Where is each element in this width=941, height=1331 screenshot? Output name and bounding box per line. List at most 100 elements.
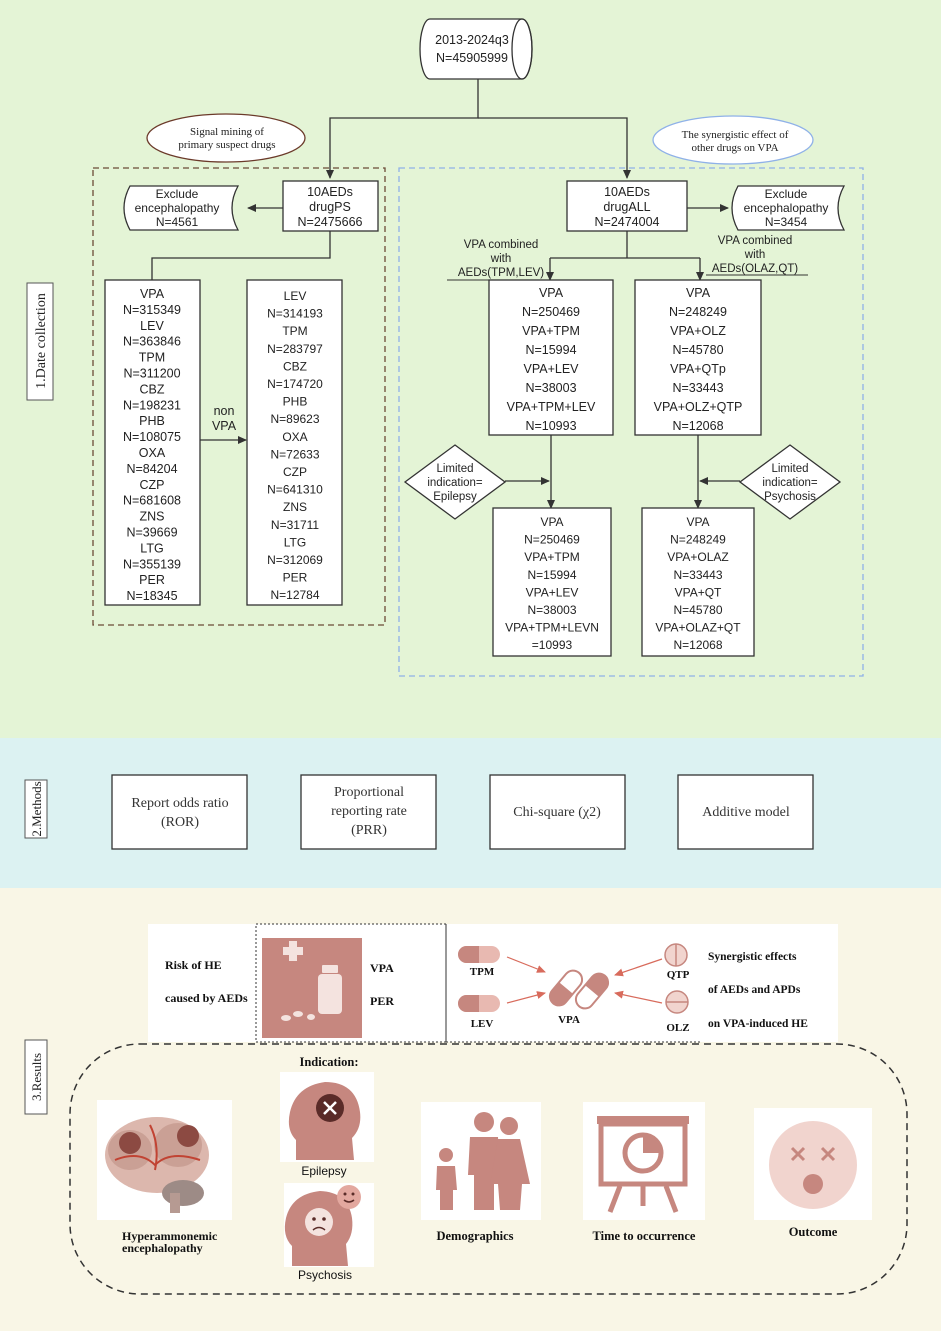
exclude-left-node: Exclude encephalopathy N=4561	[123, 185, 240, 231]
nonvpa-list-item-13: N=31711	[271, 518, 319, 532]
epilepsy-result-list: VPAN=250469VPA+TPMN=15994VPA+LEVN=38003V…	[505, 515, 599, 652]
psychosis-result-item-5: N=45780	[673, 603, 722, 617]
demographics-label: Demographics	[436, 1229, 513, 1243]
section2-label: 2.Methods	[29, 781, 44, 836]
combo-right-label-3: AEDs(OLAZ,QT)	[712, 263, 798, 275]
ps-list-item-5: N=311200	[123, 367, 180, 381]
outcome-face-icon	[754, 1108, 872, 1220]
apd-combo-box	[634, 279, 762, 436]
ps-list-item-19: N=18345	[126, 589, 177, 603]
ps-list-item-18: PER	[139, 573, 165, 587]
ps-list-item-15: N=39669	[126, 526, 177, 540]
psychosis-result-box	[641, 507, 755, 657]
method-additive-model: Additive model	[677, 774, 814, 850]
synergy-vpa-label: VPA	[558, 1014, 580, 1026]
ps-list-item-11: N=84204	[126, 462, 177, 476]
nonvpa-list-item-7: N=89623	[270, 412, 319, 426]
ps-list-item-12: CZP	[140, 478, 165, 492]
apd-combo-item-6: VPA+OLZ+QTP	[654, 400, 743, 414]
epilepsy-result-item-6: VPA+TPM+LEVN	[505, 621, 599, 635]
apd-combo-item-4: VPA+QTp	[670, 362, 726, 376]
method-chi-square: Chi-square (χ2)	[489, 774, 626, 850]
indication-title: Indication:	[299, 1055, 358, 1069]
epilepsy-result-item-3: N=15994	[527, 568, 576, 582]
combo-left-label-1: VPA combined	[464, 239, 539, 251]
nonvpa-list-item-12: ZNS	[283, 500, 307, 514]
brain-icon	[97, 1100, 232, 1220]
apd-combo-item-2: VPA+OLZ	[670, 324, 726, 338]
psychosis-result-item-2: VPA+OLAZ	[667, 550, 728, 564]
ps-list-item-1: N=315349	[123, 303, 181, 317]
aed-combo-item-2: VPA+TPM	[522, 324, 580, 338]
ps-list-item-4: TPM	[139, 351, 165, 365]
method-ror-line2: (ROR)	[161, 815, 199, 830]
section3-label: 3.Results	[29, 1053, 44, 1101]
ps-list-box	[104, 279, 201, 606]
primary-suspect-oval: Signal mining of primary suspect drugs	[146, 113, 306, 163]
ps-list-item-9: N=108075	[123, 430, 181, 444]
ps-list-item-7: N=198231	[123, 398, 181, 412]
epilepsy-result-item-1: N=250469	[524, 533, 580, 547]
he-label-line2: encephalopathy	[122, 1241, 203, 1255]
synergy-text-line1: Synergistic effects	[708, 951, 797, 963]
nonvpa-list-item-11: N=641310	[267, 483, 323, 497]
nonvpa-list-item-8: OXA	[282, 430, 307, 444]
psychosis-result-list: VPAN=248249VPA+OLAZN=33443VPA+QTN=45780V…	[655, 515, 741, 652]
risk-drug-per: PER	[370, 994, 394, 1008]
indication-psychosis-diamond: Limited indication= Psychosis	[738, 444, 842, 520]
drug-ps-line3: N=2475666	[298, 215, 363, 229]
lev-pill-icon	[458, 995, 500, 1012]
presentation-chart-icon	[583, 1102, 705, 1220]
synergy-text-line3: on VPA-induced HE	[708, 1018, 808, 1030]
combo-left-label-3: AEDs(TPM,LEV)	[458, 267, 544, 279]
psychosis-result-item-1: N=248249	[670, 533, 726, 547]
source-database-node: 2013-2024q3 N=45905999	[419, 18, 533, 80]
epilepsy-result-item-4: VPA+LEV	[526, 585, 579, 599]
epilepsy-result-item-7: =10993	[532, 638, 573, 652]
apd-combo-list: VPAN=248249VPA+OLZN=45780VPA+QTpN=33443V…	[654, 286, 743, 433]
synergy-lev-label: LEV	[471, 1018, 494, 1030]
exclude-right-line1: Exclude	[765, 187, 808, 201]
ps-list-item-8: PHB	[139, 414, 165, 428]
drug-ps-node: 10AEDs drugPS N=2475666	[282, 180, 379, 232]
source-period: 2013-2024q3	[435, 33, 509, 47]
drug-ps-line2: drugPS	[309, 200, 351, 214]
family-icon	[421, 1102, 541, 1220]
non-vpa-line2: VPA	[212, 419, 237, 433]
psychosis-result-item-6: VPA+OLAZ+QT	[655, 621, 741, 635]
ps-list-item-3: N=363846	[123, 335, 181, 349]
nonvpa-list-item-2: TPM	[282, 324, 307, 338]
aed-combo-item-7: N=10993	[525, 419, 576, 433]
synergy-tpm-label: TPM	[470, 966, 495, 978]
method-prr-line3: (PRR)	[351, 823, 387, 838]
time-to-occurrence-label: Time to occurrence	[593, 1229, 696, 1243]
psychosis-label: Psychosis	[298, 1268, 352, 1282]
indication-left-3: Epilepsy	[433, 491, 477, 503]
ps-list-item-6: CBZ	[140, 382, 165, 396]
nonvpa-list-item-14: LTG	[284, 535, 306, 549]
ps-list-item-13: N=681608	[123, 494, 181, 508]
risk-drug-vpa: VPA	[370, 961, 394, 975]
aed-combo-item-0: VPA	[539, 286, 564, 300]
nonvpa-list-item-10: CZP	[283, 465, 307, 479]
exclude-left-line3: N=4561	[156, 215, 199, 229]
method-ror: Report odds ratio (ROR)	[111, 774, 248, 850]
apd-combo-item-1: N=248249	[669, 305, 727, 319]
nonvpa-list-item-17: N=12784	[270, 588, 319, 602]
apd-combo-item-0: VPA	[686, 286, 711, 300]
drug-all-node: 10AEDs drugALL N=2474004	[566, 180, 688, 232]
nonvpa-list-item-5: N=174720	[267, 377, 323, 391]
aed-combo-item-5: N=38003	[525, 381, 576, 395]
primary-suspect-oval-line2: primary suspect drugs	[178, 139, 275, 151]
combo-right-label-1: VPA combined	[718, 235, 793, 247]
source-count: N=45905999	[436, 51, 508, 65]
aed-combo-item-6: VPA+TPM+LEV	[507, 400, 596, 414]
combo-right-label-2: with	[744, 249, 765, 261]
ps-list-item-16: LTG	[140, 541, 163, 555]
method-ror-line1: Report odds ratio	[131, 796, 228, 811]
epilepsy-head-icon	[280, 1072, 374, 1162]
method-prr-line1: Proportional	[334, 785, 404, 800]
epilepsy-result-item-5: N=38003	[527, 603, 576, 617]
exclude-right-node: Exclude encephalopathy N=3454	[731, 185, 846, 231]
